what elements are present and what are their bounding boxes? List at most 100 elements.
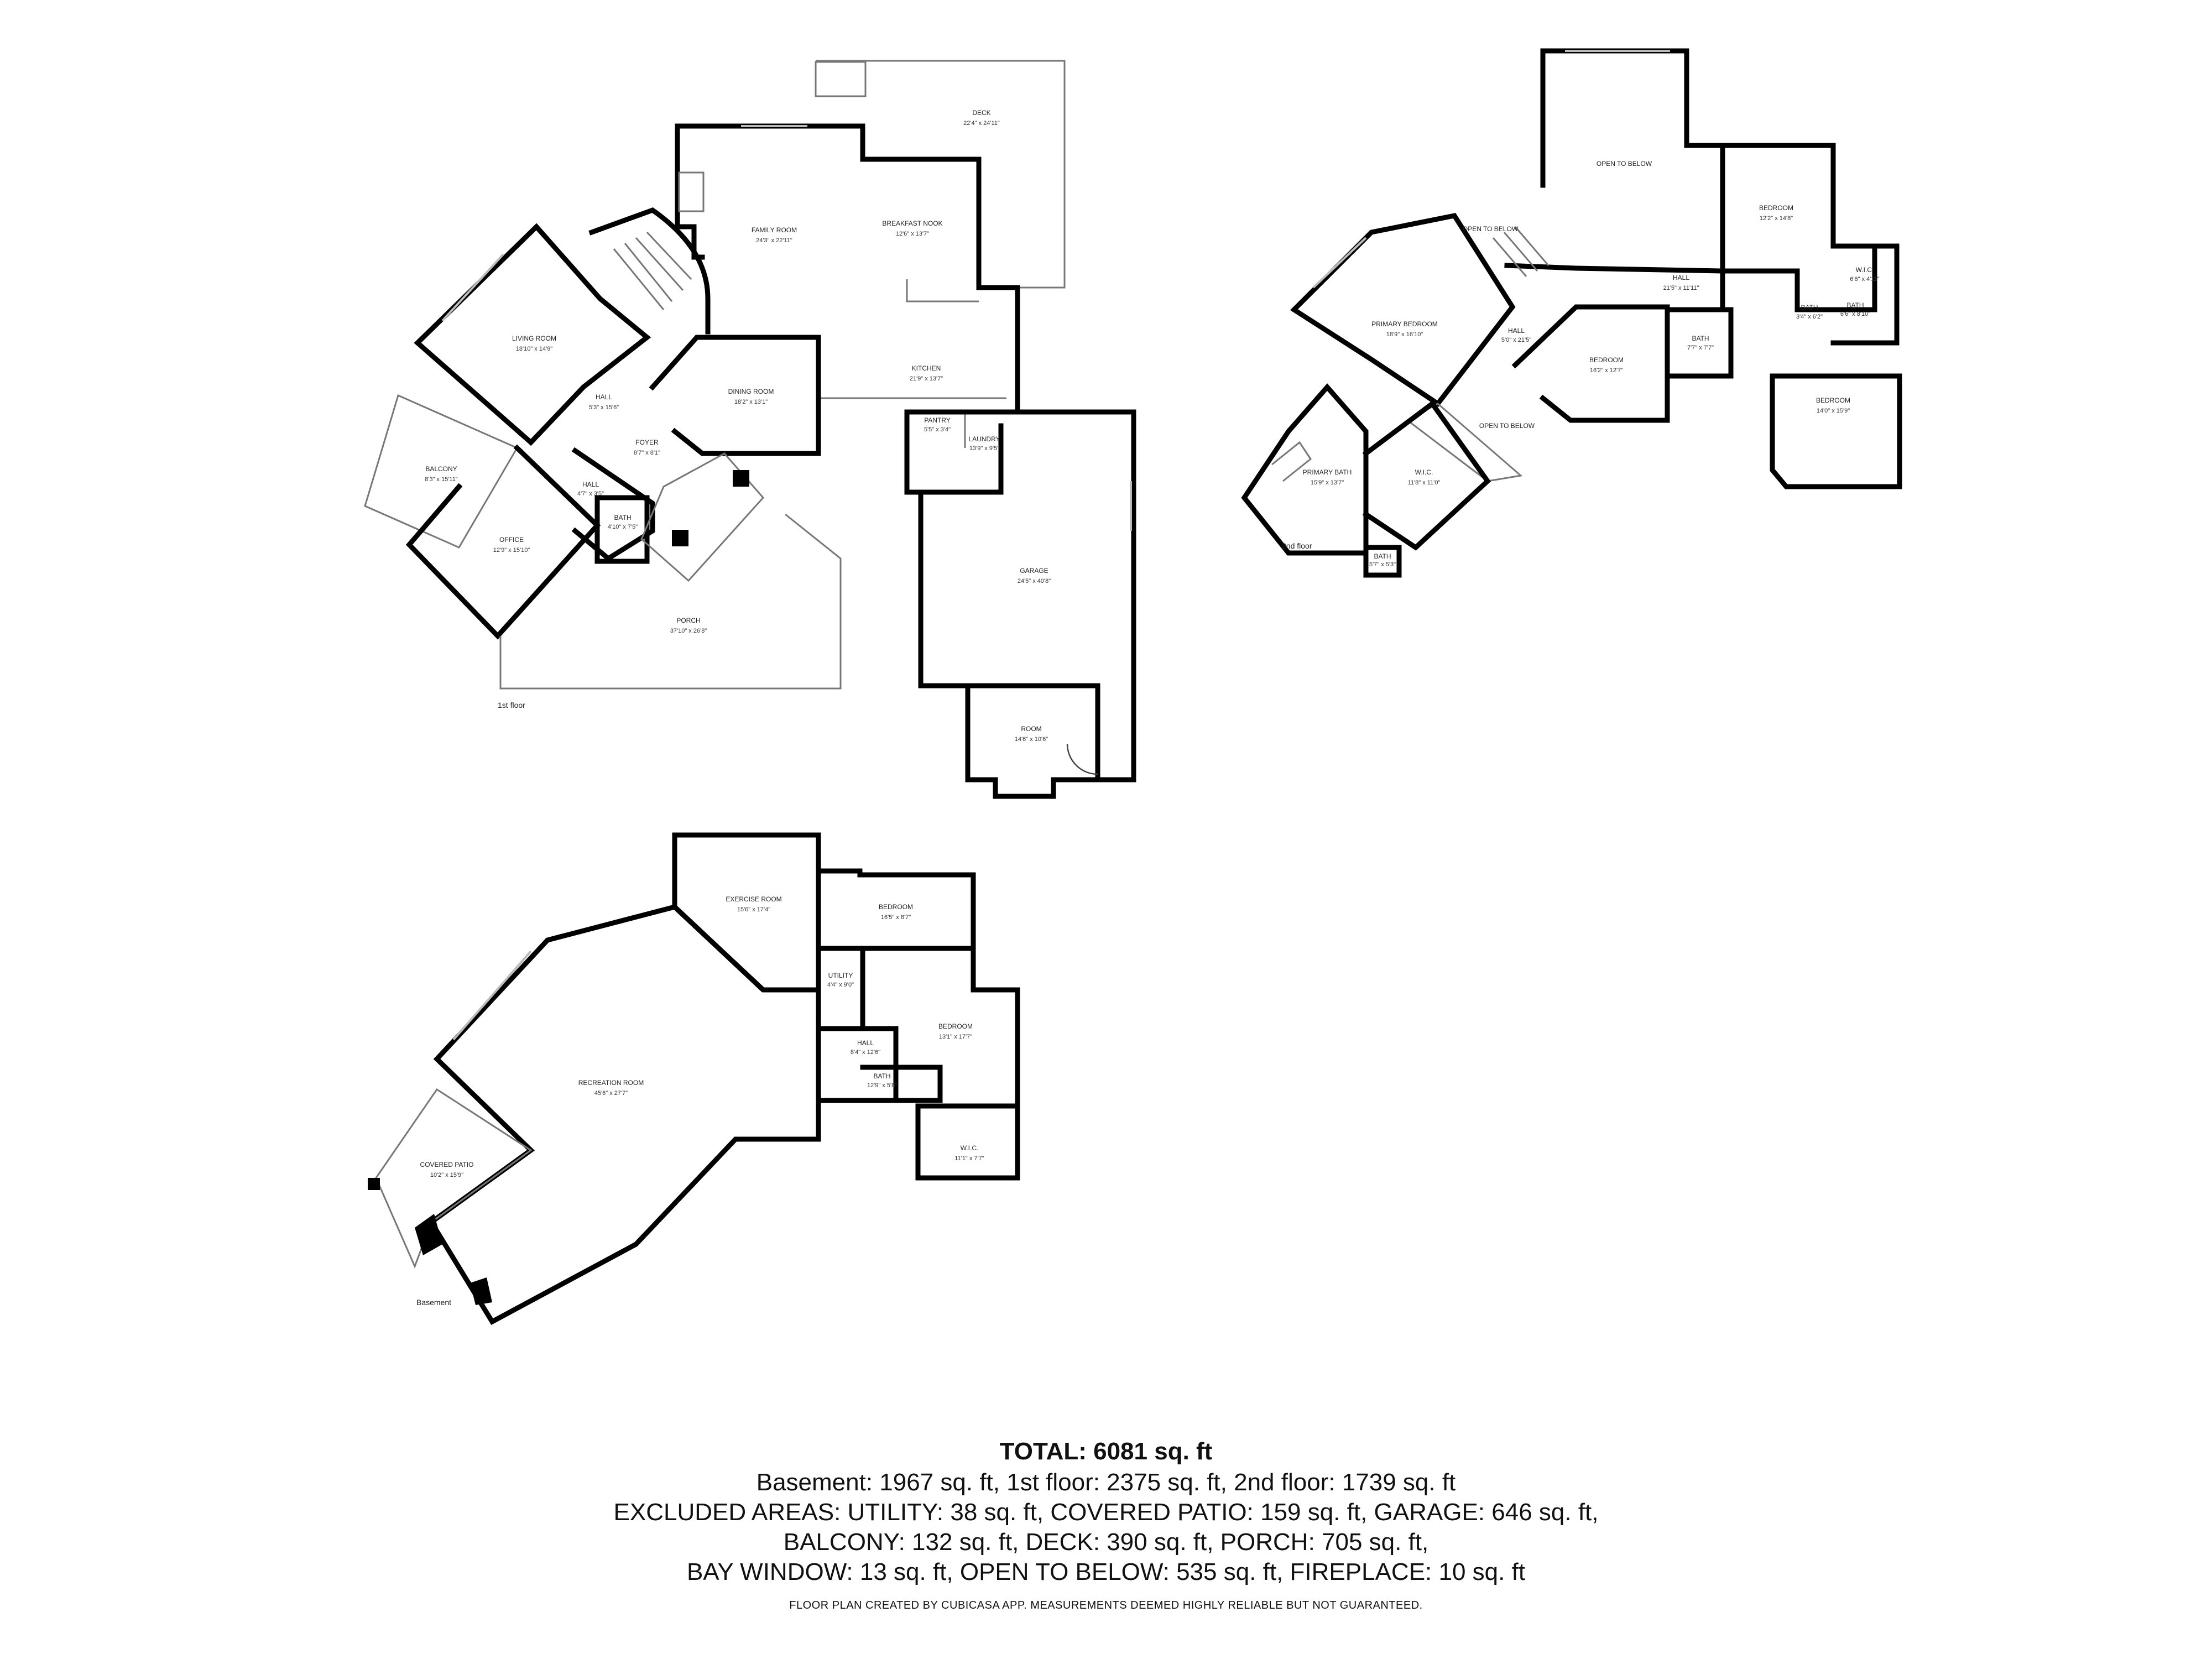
bedroom-c-label: BEDROOM	[1816, 397, 1850, 404]
second-stair-treads	[1492, 226, 1550, 277]
garage-dims: 24'5" x 40'8"	[1018, 578, 1051, 585]
living-room-dims: 18'10" x 14'9"	[516, 346, 553, 352]
primary-bedroom-walls	[1290, 212, 1516, 408]
hall-5-walls	[816, 1026, 899, 1103]
wic-a-label: W.I.C.	[1856, 266, 1874, 274]
area-summary: TOTAL: 6081 sq. ft Basement: 1967 sq. ft…	[0, 1438, 2212, 1612]
exercise-room-dims: 15'6" x 17'4"	[737, 906, 770, 913]
hall-4-dims: 5'0" x 21'5"	[1501, 337, 1531, 343]
recreation-room-walls	[427, 904, 821, 1325]
hall-4-label: HALL	[1508, 327, 1525, 335]
deck-dims: 22'4" x 24'11"	[963, 120, 1000, 127]
bedroom-b-dims: 16'2" x 12'7"	[1590, 367, 1623, 374]
north-wall	[675, 123, 982, 290]
hall-3-dims: 21'5" x 11'11"	[1663, 285, 1699, 291]
excluded-areas-3: BAY WINDOW: 13 sq. ft, OPEN TO BELOW: 53…	[686, 1558, 1526, 1585]
excluded-areas-2: BALCONY: 132 sq. ft, DECK: 390 sq. ft, P…	[783, 1528, 1429, 1556]
family-room-dims: 24'3" x 22'11"	[756, 237, 792, 244]
room-dims: 14'6" x 10'6"	[1015, 736, 1048, 743]
foyer-label: FOYER	[635, 439, 659, 446]
bath-1-walls	[594, 495, 650, 564]
wic-b-dims: 11'8" x 11'0"	[1408, 479, 1441, 486]
hall-2-dims: 4'7" x 3'5"	[577, 491, 604, 497]
bath-c-walls	[1665, 307, 1734, 379]
bath-e-walls	[860, 1065, 943, 1103]
kitchen-east-wall	[976, 285, 1020, 415]
breakfast-nook-label: BREAKFAST NOOK	[882, 220, 942, 227]
disclaimer: FLOOR PLAN CREATED BY CUBICASA APP. MEAS…	[789, 1599, 1423, 1611]
primary-bath-tub	[1271, 441, 1312, 482]
wic-a-dims: 6'6" x 4'11"	[1850, 276, 1879, 283]
basement-plan	[368, 832, 1020, 1325]
bath-d-dims: 5'7" x 5'3"	[1369, 561, 1396, 568]
hall-1-label: HALL	[596, 393, 612, 401]
foyer-walls	[571, 447, 655, 562]
porch-column-1	[733, 470, 749, 487]
bath-a-dims: 6'6" x 8'10"	[1840, 311, 1870, 317]
second-floor-label: 2nd floor	[1282, 541, 1312, 550]
wic-a-walls	[1830, 243, 1900, 346]
kitchen-dims: 21'9" x 13'7"	[910, 375, 943, 382]
bath-e-dims: 12'9" x 5'8"	[867, 1082, 897, 1089]
bath-1-dims: 4'10" x 7'5"	[608, 524, 638, 530]
primary-bath-label: PRIMARY BATH	[1303, 468, 1352, 476]
hall-5-label: HALL	[857, 1039, 874, 1047]
stair-wall	[588, 207, 711, 335]
open-to-below-walls	[1540, 48, 1725, 188]
total-area: TOTAL: 6081 sq. ft	[999, 1438, 1213, 1465]
kitchen-counter	[906, 279, 979, 302]
second-floor-plan	[1241, 48, 1902, 578]
wic-c-walls	[915, 1103, 1020, 1181]
balcony-dims: 8'3" x 15'11"	[425, 476, 458, 483]
room-label: ROOM	[1021, 725, 1041, 733]
family-room-label: FAMILY ROOM	[752, 226, 797, 234]
primary-bedroom-label: PRIMARY BEDROOM	[1371, 320, 1438, 328]
deck-label: DECK	[972, 109, 990, 117]
balcony-label: BALCONY	[425, 465, 457, 473]
room-labels: DECK 22'4" x 24'11" FAMILY ROOM 24'3" x …	[420, 109, 1880, 1178]
dining-room-walls	[649, 335, 821, 456]
hall-1-dims: 5'3" x 15'6"	[589, 404, 619, 411]
floor-areas: Basement: 1967 sq. ft, 1st floor: 2375 s…	[756, 1469, 1456, 1496]
utility-label: UTILITY	[828, 972, 853, 979]
covered-patio-label: COVERED PATIO	[420, 1161, 474, 1168]
laundry-dims: 13'9" x 9'5"	[969, 445, 999, 452]
breakfast-nook-dims: 12'6" x 13'7"	[896, 231, 929, 237]
laundry-walls	[904, 409, 1004, 495]
bath-a-label: BATH	[1846, 301, 1864, 309]
bath-d-walls	[1363, 545, 1402, 578]
open-below-2-label: OPEN TO BELOW	[1463, 225, 1519, 233]
kitchen-label: KITCHEN	[912, 364, 941, 372]
office-dims: 12'9" x 15'10"	[493, 547, 530, 554]
patio-column-2	[415, 1214, 442, 1255]
covered-patio-dims: 10'2" x 15'9"	[430, 1172, 463, 1178]
primary-bedroom-windows	[1312, 237, 1367, 289]
porch-dims: 37'10" x 26'8"	[670, 628, 707, 634]
garage-label: GARAGE	[1020, 567, 1048, 575]
primary-bedroom-dims: 18'9" x 16'10"	[1386, 331, 1423, 338]
office-walls	[405, 444, 601, 640]
wic-c-label: W.I.C.	[961, 1144, 979, 1152]
foyer-dims: 8'7" x 8'1"	[634, 450, 660, 456]
balcony-outline	[364, 394, 519, 549]
primary-bath-dims: 15'9" x 13'7"	[1311, 479, 1344, 486]
pantry-dims: 5'5" x 3'4"	[924, 426, 951, 433]
bath-c-dims: 7'7" x 7'7"	[1687, 345, 1714, 351]
hall-3-label: HALL	[1673, 274, 1689, 281]
bedroom-b-walls	[1511, 304, 1670, 423]
laundry-label: LAUNDRY	[968, 435, 1000, 443]
bath-b-dims: 3'4" x 6'2"	[1796, 314, 1823, 320]
wic-b-walls	[1362, 400, 1491, 551]
office-label: OFFICE	[499, 536, 524, 544]
bedroom-e-dims: 13'1" x 17'7"	[939, 1034, 972, 1040]
porch-outline	[499, 513, 842, 690]
bath-c-label: BATH	[1692, 335, 1709, 342]
bath-1-label: BATH	[614, 514, 631, 521]
bedroom-b-label: BEDROOM	[1589, 356, 1624, 364]
wic-b-label: W.I.C.	[1415, 468, 1433, 476]
open-below-3-label: OPEN TO BELOW	[1479, 422, 1535, 430]
bedroom-a-dims: 12'2" x 14'8"	[1760, 215, 1793, 222]
patio-column-1	[368, 1178, 380, 1190]
room-door-arc	[1066, 743, 1098, 775]
